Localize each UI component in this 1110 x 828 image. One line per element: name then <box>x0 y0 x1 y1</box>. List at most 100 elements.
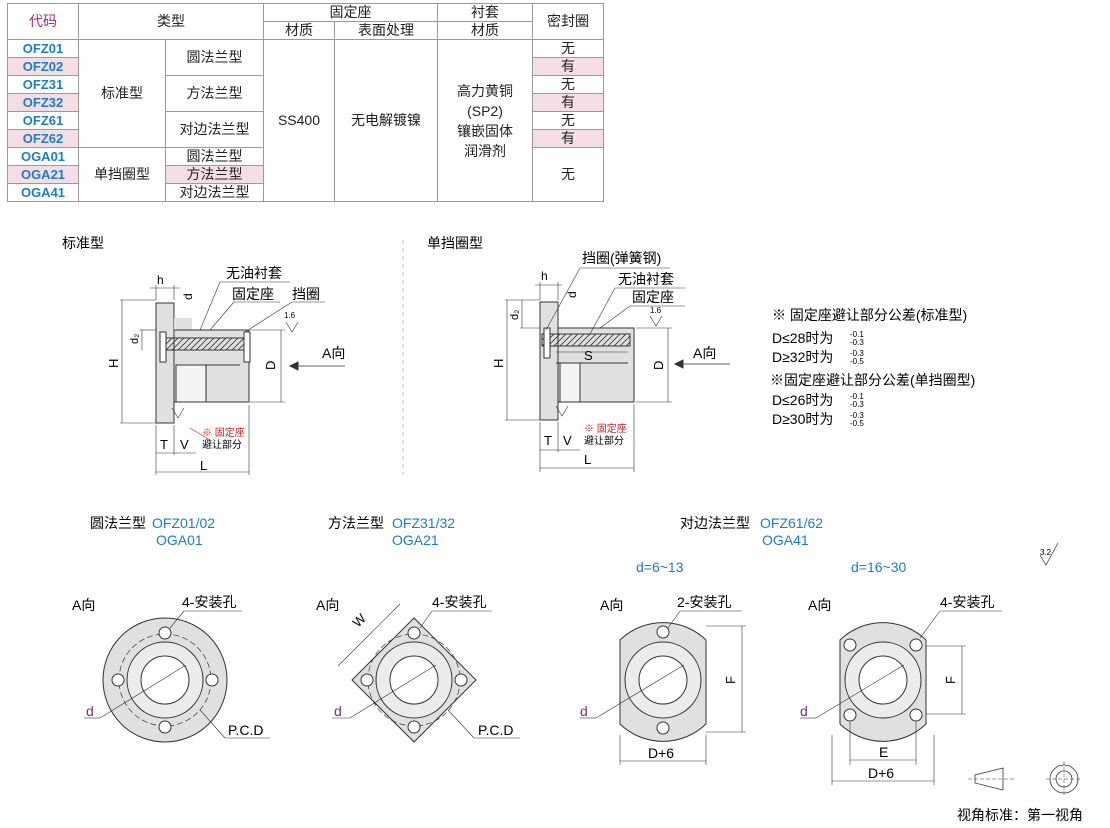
standard-section-drawing <box>120 281 345 475</box>
header-code: 代码 <box>7 3 79 40</box>
label-f: F <box>723 676 738 684</box>
section-title-retaining: 单挡圈型 <box>427 235 483 251</box>
view-codes-round: OFZ01/02 <box>152 515 215 531</box>
housing-material: SS400 <box>263 39 335 202</box>
liner-line: 高力黄铜 <box>457 82 513 99</box>
tolerance-lower: -0.5 <box>850 357 864 366</box>
range-large: d=16~30 <box>851 559 906 575</box>
label-h: h <box>157 273 164 287</box>
flange-cut: 对边法兰型 <box>165 183 264 202</box>
label-housing: 固定座 <box>232 286 274 302</box>
label-f: F <box>943 676 958 684</box>
label-a-direction: A向 <box>316 597 339 613</box>
tolerance-title-standard: ※ 固定座避让部分公差(标准型) <box>772 307 967 323</box>
label-L: L <box>200 458 207 473</box>
header-seal: 密封圈 <box>532 3 604 40</box>
label-d: d <box>565 291 579 298</box>
liner-line: 润滑剂 <box>464 142 506 159</box>
view-codes-square-2: OGA21 <box>392 532 439 548</box>
note-mark: ※ 固定座 <box>584 422 627 435</box>
note-mark: ※ 固定座 <box>202 426 245 439</box>
label-S: S <box>584 348 593 363</box>
label-V: V <box>180 437 189 452</box>
label-a-direction: A向 <box>808 597 831 613</box>
label-a-direction: A向 <box>600 597 623 613</box>
roughness-value: 1.6 <box>284 311 296 320</box>
label-L: L <box>584 452 591 467</box>
spec-table: 代码 类型 固定座 衬套 密封圈 材质 表面处理 材质 OFZ01 标准型 圆法… <box>7 3 604 202</box>
label-d-plus: D+6 <box>648 745 674 761</box>
tolerance-title-retaining: ※固定座避让部分公差(单挡圈型) <box>770 372 975 388</box>
tolerance-lower: -0.3 <box>850 400 864 409</box>
label-w: W <box>350 610 370 630</box>
label-D: D <box>263 361 278 370</box>
table-row-code: OFZ02 <box>7 57 79 76</box>
flange-square: 方法兰型 <box>165 165 264 184</box>
tolerance-upper: -0.3 <box>850 411 864 420</box>
label-pcd: P.C.D <box>478 722 514 738</box>
seal-value: 无 <box>532 75 604 94</box>
view-title-round: 圆法兰型 <box>90 515 146 531</box>
tolerance-upper: -0.3 <box>850 349 864 358</box>
seal-value: 有 <box>532 93 604 112</box>
projection-symbol-icon <box>968 761 1082 797</box>
label-oilless: 无油衬套 <box>618 271 674 287</box>
seal-value: 无 <box>532 39 604 58</box>
header-material: 材质 <box>263 21 335 40</box>
seal-value: 有 <box>532 57 604 76</box>
surface-treatment: 无电解镀镍 <box>334 39 438 202</box>
view-codes-square: OFZ31/32 <box>392 515 455 531</box>
tolerance-upper: -0.1 <box>850 392 864 401</box>
label-pcd: P.C.D <box>228 722 264 738</box>
label-holes: 4-安装孔 <box>940 594 994 610</box>
label-holes: 2-安装孔 <box>677 594 731 610</box>
label-ring: 挡圈 <box>292 286 320 302</box>
liner-line: (SP2) <box>467 102 503 119</box>
roughness-symbol <box>1039 542 1059 566</box>
table-row-code: OFZ31 <box>7 75 79 94</box>
label-d: d <box>181 293 195 300</box>
view-codes-cut-2: OGA41 <box>762 532 809 548</box>
table-row-code: OFZ61 <box>7 111 79 130</box>
label-e: E <box>879 744 888 760</box>
flange-round: 圆法兰型 <box>165 147 264 166</box>
tolerance-lower: -0.5 <box>850 419 864 428</box>
label-T: T <box>160 437 168 452</box>
seal-value: 无 <box>532 111 604 130</box>
label-d2: d₂ <box>509 310 521 320</box>
label-a-direction: A向 <box>693 345 716 361</box>
label-holes: 4-安装孔 <box>182 594 236 610</box>
cut-flange-small-view <box>580 610 746 765</box>
label-oilless: 无油衬套 <box>226 265 282 281</box>
label-a-direction: A向 <box>322 345 345 361</box>
section-title-standard: 标准型 <box>62 235 104 251</box>
label-a-direction: A向 <box>72 597 95 613</box>
seal-value: 无 <box>532 147 604 202</box>
flange-cut: 对边法兰型 <box>165 111 264 148</box>
label-h: h <box>541 269 548 283</box>
label-d-plus: D+6 <box>868 765 894 781</box>
tolerance-ret-1: D≤26时为 <box>772 392 833 408</box>
cut-flange-large-view <box>800 610 1002 785</box>
table-row-code: OGA21 <box>7 165 79 184</box>
projection-label: 视角标准：第一视角 <box>957 807 1083 823</box>
header-surface: 表面处理 <box>334 21 438 40</box>
type-retaining: 单挡圈型 <box>78 147 166 202</box>
flange-square: 方法兰型 <box>165 75 264 112</box>
header-liner-material: 材质 <box>437 21 533 40</box>
type-standard: 标准型 <box>78 39 166 148</box>
label-d2: d₂ <box>129 334 141 344</box>
label-H: H <box>491 359 506 368</box>
table-row-code: OFZ32 <box>7 93 79 112</box>
label-d: d <box>334 703 342 719</box>
view-title-cut: 对边法兰型 <box>680 515 750 531</box>
table-row-code: OGA01 <box>7 147 79 166</box>
roughness-value: 1.6 <box>650 306 662 315</box>
square-flange-view <box>332 603 520 743</box>
seal-value: 有 <box>532 129 604 148</box>
tolerance-notes: ※ 固定座避让部分公差(标准型) D≤28时为 -0.1 -0.3 D≥32时为… <box>770 307 975 428</box>
table-row-code: OGA41 <box>7 183 79 202</box>
note-label: 避让部分 <box>202 438 242 451</box>
range-small: d=6~13 <box>636 559 684 575</box>
tolerance-std-2: D≥32时为 <box>772 349 833 365</box>
